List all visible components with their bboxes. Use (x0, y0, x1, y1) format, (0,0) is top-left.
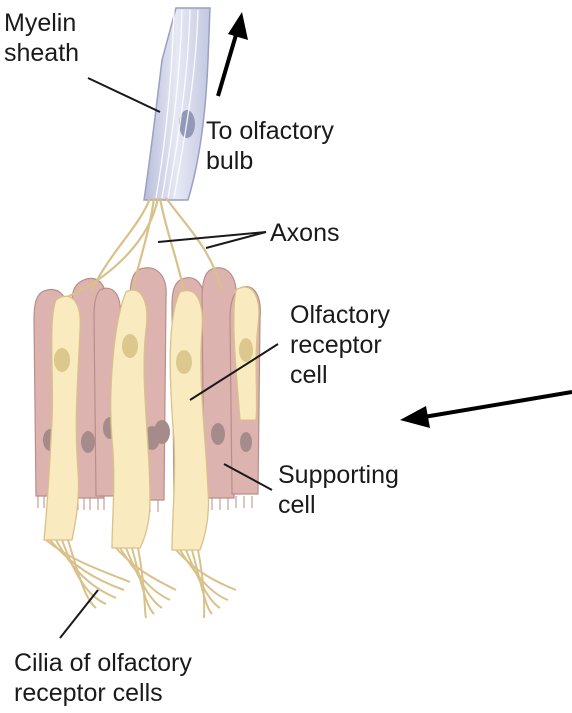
cilia-label: Cilia of olfactory receptor cells (14, 648, 192, 708)
olfactory-receptor-cell-label: Olfactory receptor cell (290, 300, 390, 390)
axons-label: Axons (270, 218, 339, 248)
myelin-sheath-label: Myelin sheath (4, 8, 79, 68)
myelin-sheath (144, 8, 210, 200)
cilia (46, 540, 236, 618)
up-arrow (218, 12, 248, 96)
to-olfactory-bulb-label: To olfactory bulb (206, 116, 334, 176)
cilia-leader-line (60, 590, 98, 638)
supporting-cell-label: Supporting cell (278, 460, 399, 520)
left-arrow (400, 392, 572, 428)
myelin-leader-line (88, 78, 160, 112)
